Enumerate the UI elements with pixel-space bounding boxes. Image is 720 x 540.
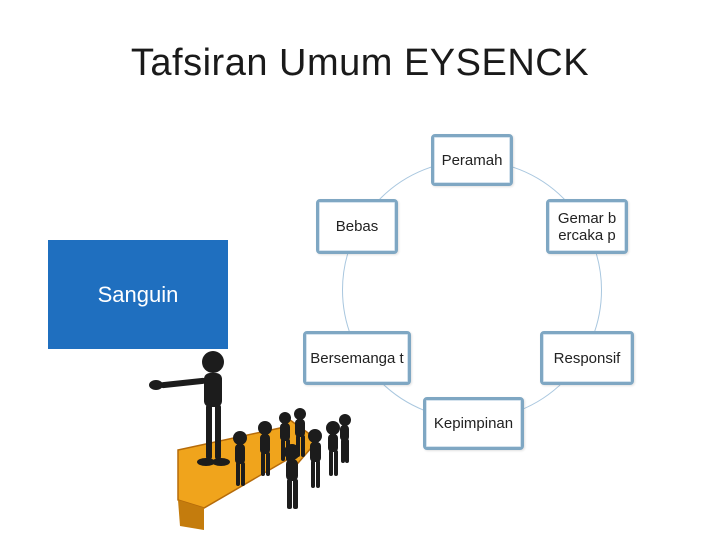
trait-responsif: Responsif [540,331,634,385]
trait-gemar-bercakap-label: Gemar bercaka p [557,210,617,244]
leader-figures-illustration [140,340,360,540]
slide-title: Tafsiran Umum EYSENCK [0,42,720,85]
trait-bebas: Bebas [316,199,398,254]
trait-responsif-label: Responsif [554,350,621,367]
trait-kepimpinan-label: Kepimpinan [434,415,513,432]
trait-gemar-bercakap: Gemar bercaka p [546,199,628,254]
trait-peramah-label: Peramah [442,152,503,169]
category-label: Sanguin [98,282,179,308]
trait-peramah: Peramah [431,134,513,186]
trait-bebas-label: Bebas [336,218,379,235]
category-box: Sanguin [48,240,228,349]
trait-kepimpinan: Kepimpinan [423,397,524,450]
